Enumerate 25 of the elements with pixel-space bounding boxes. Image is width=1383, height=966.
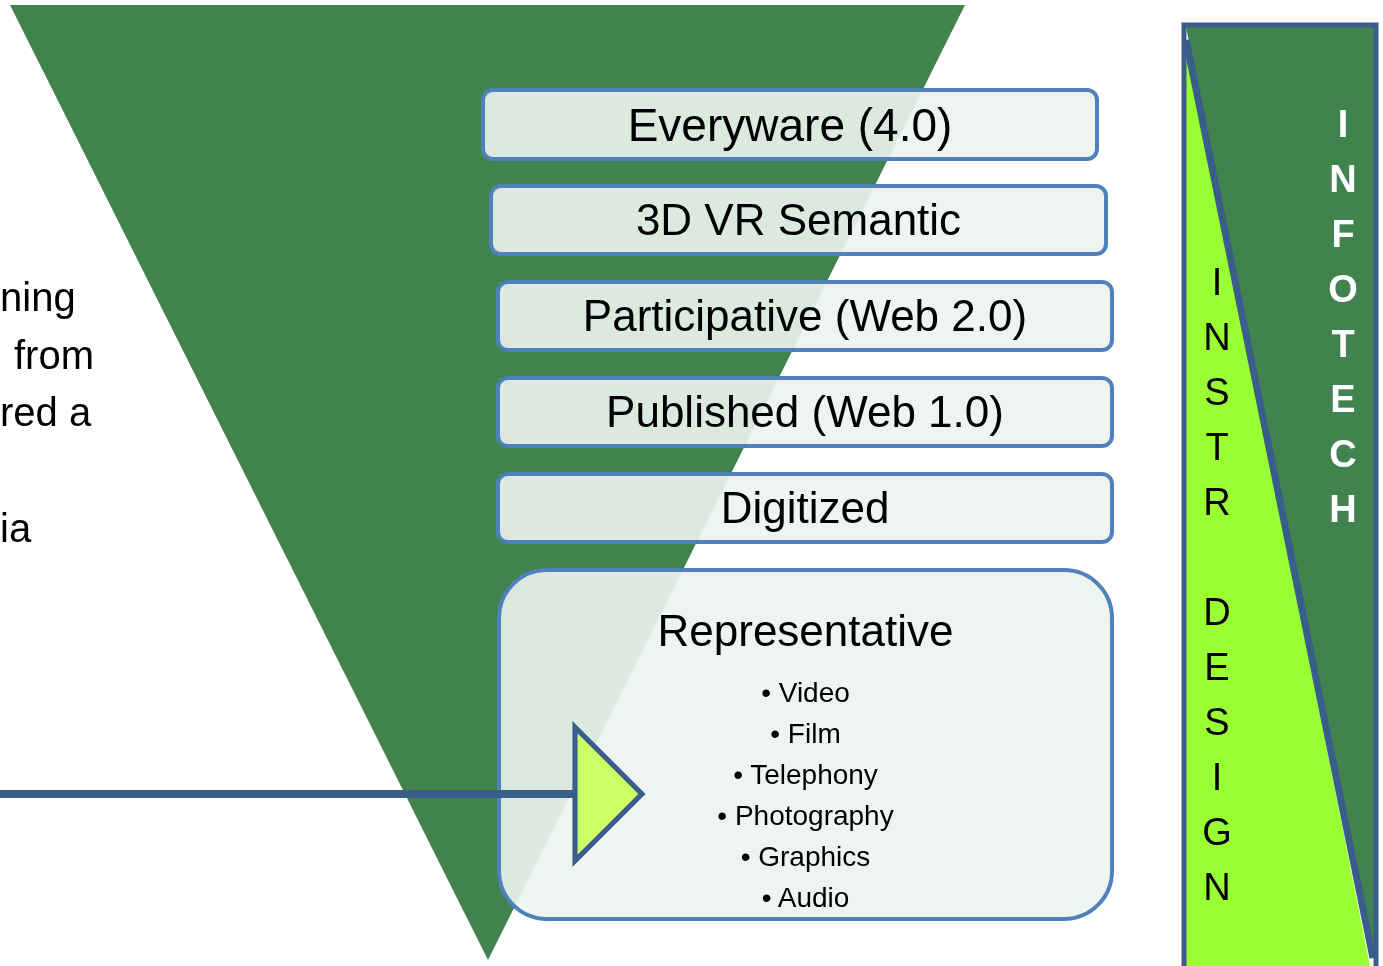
text-fragment: red a [0, 390, 92, 435]
panel-heading: Representative [657, 606, 954, 656]
level-box [496, 472, 1114, 544]
level-box [489, 184, 1108, 256]
list-item: • Photography [717, 799, 894, 833]
level-box [481, 88, 1099, 161]
level-label: Digitized [720, 483, 890, 533]
list-item: • Audio [761, 881, 850, 915]
list-item: • Telephony [733, 758, 878, 792]
level-panel [497, 568, 1114, 921]
level-label: Participative (Web 2.0) [582, 291, 1028, 341]
text-fragment: from [14, 333, 94, 378]
list-item: • Graphics [740, 840, 871, 874]
vertical-label: INSTR DESIGN [1198, 261, 1236, 921]
arrow [0, 724, 645, 864]
list-item: • Video [761, 676, 850, 710]
level-label: Published (Web 1.0) [606, 387, 1004, 437]
level-box [496, 280, 1114, 352]
level-label: Everyware (4.0) [627, 97, 953, 152]
text-fragment: ning [0, 275, 76, 320]
list-item: • Film [770, 717, 841, 751]
level-label: 3D VR Semantic [635, 195, 962, 245]
level-box [496, 376, 1114, 448]
text-fragment: ia [0, 506, 32, 551]
vertical-label: INFOTECH [1324, 103, 1362, 543]
